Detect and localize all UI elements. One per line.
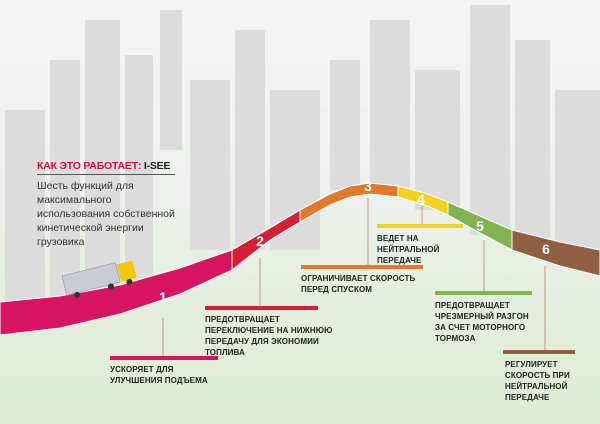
label-bar-1 [110, 356, 218, 360]
step-6-label: РЕГУЛИРУЕТ СКОРОСТЬ ПРИ НЕЙТРАЛЬНОЙ ПЕРЕ… [505, 360, 570, 402]
step-3-label: ОГРАНИЧИВАЕТ СКОРОСТЬ ПЕРЕД СПУСКОМ [301, 274, 416, 294]
page-title: КАК ЭТО РАБОТАЕТ: I-SEE [37, 160, 175, 175]
label-bar-4 [377, 224, 463, 228]
label-bar-6 [503, 350, 575, 354]
subtitle: Шесть функций для максимального использо… [37, 180, 175, 248]
leader-lines [110, 198, 575, 360]
title-prefix: КАК ЭТО РАБОТАЕТ: [37, 160, 142, 172]
step-number-4: 4 [417, 191, 425, 207]
step-4-label: ВЕДЕТ НА НЕЙТРАЛЬНОЙ ПЕРЕДАЧЕ [377, 234, 440, 265]
label-bar-3 [301, 265, 423, 269]
step-number-6: 6 [542, 241, 550, 257]
step-2-label: ПРЕДОТВРАЩАЕТ ПЕРЕКЛЮЧЕНИЕ НА НИЖНЮЮ ПЕР… [205, 315, 333, 357]
step-5-label: ПРЕДОТВРАЩАЕТ ЧРЕЗМЕРНЫЙ РАЗГОН ЗА СЧЕТ … [435, 301, 529, 343]
step-number-5: 5 [476, 218, 484, 234]
label-bar-2 [205, 306, 318, 310]
step-number-1: 1 [159, 289, 167, 305]
city-skyline [5, 5, 600, 310]
step-1-label: УСКОРЯЕТ ДЛЯ УЛУЧШЕНИЯ ПОДЪЕМА [110, 365, 208, 385]
truck-icon [61, 260, 137, 298]
title-brand: I-SEE [143, 160, 171, 172]
step-number-2: 2 [256, 233, 264, 249]
step-number-3: 3 [364, 178, 372, 194]
road-segment-6 [511, 229, 600, 277]
road-curve [0, 182, 600, 336]
label-bar-5 [435, 291, 532, 295]
